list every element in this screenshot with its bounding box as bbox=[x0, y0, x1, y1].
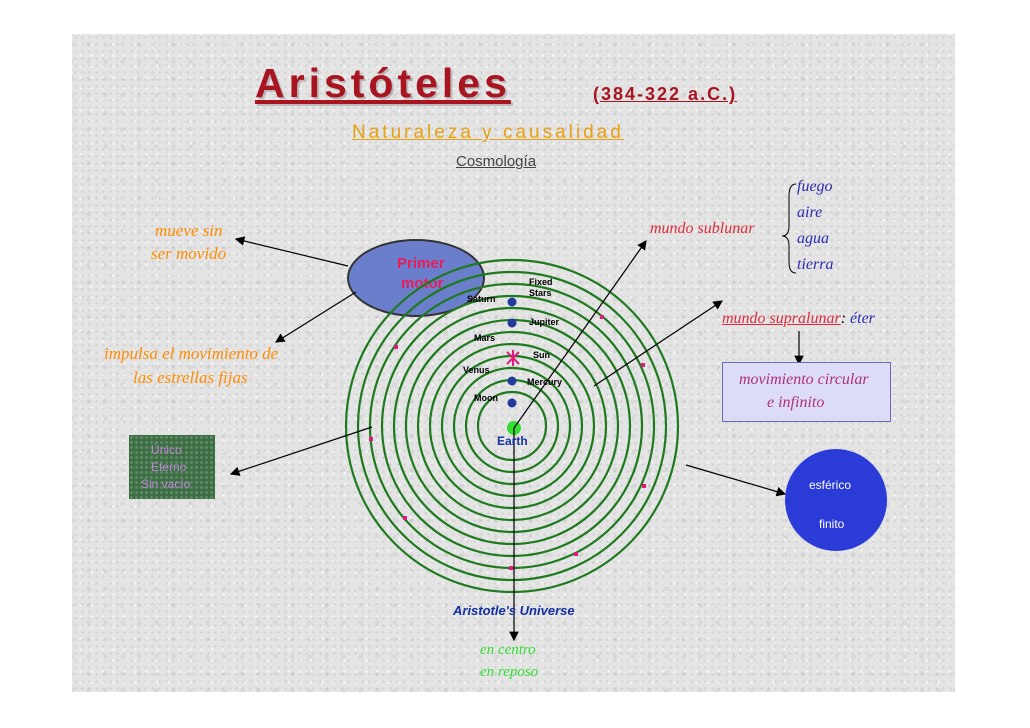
sun-mark bbox=[507, 350, 519, 366]
en-reposo-text: en reposo bbox=[480, 664, 538, 681]
mercury-label: Mercury bbox=[527, 377, 562, 387]
finito-text: finito bbox=[819, 517, 844, 531]
fixed-stars-label-2: Stars bbox=[529, 288, 552, 298]
en-centro-text: en centro bbox=[480, 642, 536, 659]
jupiter-label: Jupiter bbox=[529, 317, 560, 327]
moon-label: Moon bbox=[474, 393, 498, 403]
mundo-sublunar-text: mundo sublunar bbox=[650, 220, 754, 238]
movimiento-circular-text: movimiento circular bbox=[739, 371, 869, 389]
element-agua: agua bbox=[797, 230, 829, 248]
venus-label: Venus bbox=[463, 365, 490, 375]
fixed-stars-label-1: Fixed bbox=[529, 277, 553, 287]
saturn-label: Saturn bbox=[467, 294, 496, 304]
movimiento-box: movimiento circular e infinito bbox=[722, 362, 891, 422]
supralunar-line: mundo supralunar: éter bbox=[722, 310, 875, 328]
diagram-caption: Aristotle's Universe bbox=[452, 603, 575, 618]
mundo-supralunar-text: mundo supralunar bbox=[722, 310, 841, 327]
elements-brace bbox=[782, 184, 796, 273]
sun-label: Sun bbox=[533, 350, 550, 360]
supralunar-colon: : bbox=[841, 310, 846, 327]
earth-label: Earth bbox=[497, 434, 528, 448]
element-aire: aire bbox=[797, 204, 822, 222]
universe-sphere: esférico finito bbox=[785, 449, 887, 551]
element-fuego: fuego bbox=[797, 178, 833, 196]
infinito-text: e infinito bbox=[767, 394, 824, 412]
element-tierra: tierra bbox=[797, 256, 833, 274]
mars-label: Mars bbox=[474, 333, 495, 343]
eter-text: éter bbox=[850, 310, 875, 327]
esferico-text: esférico bbox=[809, 478, 851, 492]
